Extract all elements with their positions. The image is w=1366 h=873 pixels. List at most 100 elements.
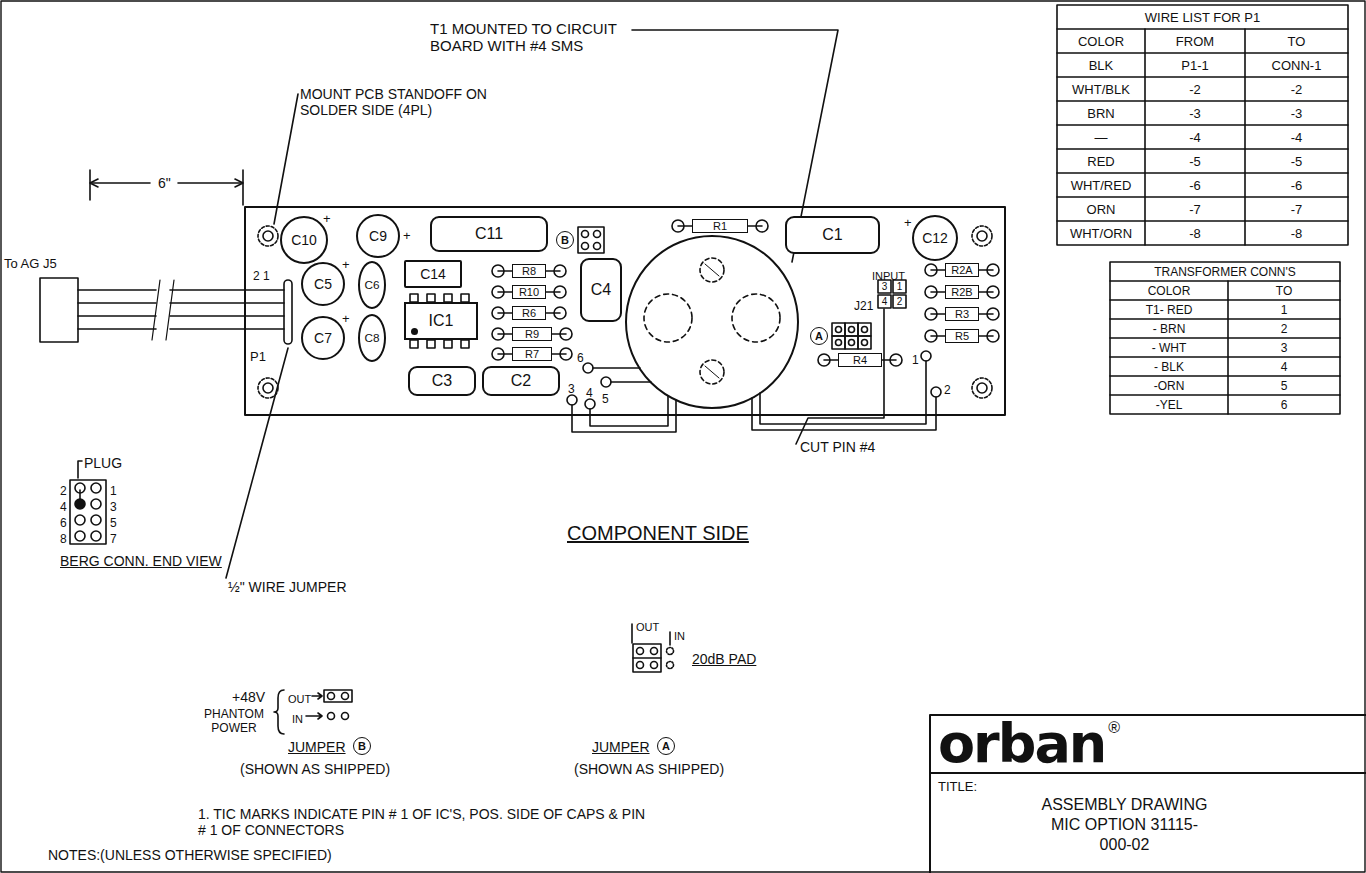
part-label: A [815, 331, 823, 342]
pad-number: 4 [586, 387, 593, 401]
table-cell-holder: -7 [1245, 197, 1348, 221]
table-cell-holder: TO [1245, 29, 1348, 53]
table-cell: -2 [1291, 83, 1303, 96]
table-cell-holder: CONN-1 [1245, 53, 1348, 77]
part-label: R4 [853, 355, 867, 366]
table-cell-holder: 3 [1228, 338, 1340, 357]
pin-number: 2 [893, 295, 906, 308]
position-label: OUT [636, 621, 659, 634]
table-cell: CONN-1 [1272, 59, 1322, 72]
table-cell: WHT/ORN [1070, 227, 1132, 240]
pin-number: 1 [893, 280, 906, 293]
label-holder: 8 [60, 529, 67, 547]
mark-holder: ® [1108, 719, 1120, 737]
film-capacitor: C3 [408, 366, 476, 396]
part-label: C4 [591, 282, 611, 298]
part-label: R6 [522, 308, 536, 319]
table-cell-holder: 5 [1228, 376, 1340, 395]
jumper-callout: B [556, 231, 574, 249]
table-cell: -4 [1189, 131, 1201, 144]
label-holder: IN [292, 709, 303, 727]
table-cell: BRN [1087, 107, 1114, 120]
table-cell: -4 [1291, 131, 1303, 144]
label-holder: (SHOWN AS SHIPPED) [240, 760, 390, 778]
callout-note: PLUG [84, 455, 122, 471]
shipping-note: (SHOWN AS SHIPPED) [574, 761, 724, 777]
table-cell: WHT/RED [1071, 179, 1132, 192]
label-holder: 1 [110, 481, 117, 499]
table-cell: P1-1 [1181, 59, 1208, 72]
callout-note: T1 MOUNTED TO CIRCUIT BOARD WITH #4 SMS [430, 20, 670, 55]
resistor-body: R6 [512, 306, 546, 320]
label-holder: + [403, 226, 411, 244]
table-cell: TO [1288, 35, 1306, 48]
label-holder: 1 [912, 350, 919, 368]
electrolytic-capacitor: C12 [912, 215, 958, 261]
part-label: C8 [365, 332, 380, 344]
part-label: R8 [522, 266, 536, 277]
table-cell: 3 [1281, 342, 1288, 354]
label-holder: + [323, 209, 331, 227]
pad-number: 2 [944, 384, 951, 398]
table-cell-holder: -8 [1145, 221, 1245, 245]
position-label: OUT [288, 693, 311, 706]
jumper-callout: A [657, 737, 675, 755]
table-cell: - BRN [1153, 323, 1186, 335]
part-label: R2B [951, 287, 972, 298]
polarity-mark: + [904, 216, 912, 231]
table-cell: 1 [1281, 304, 1288, 316]
table-cell-holder: -YEL [1110, 395, 1228, 414]
label-holder: CUT PIN #4 [800, 438, 875, 456]
callout-note: CUT PIN #4 [800, 439, 875, 455]
table-cell: T1- RED [1146, 304, 1193, 316]
table-cell: 4 [1281, 361, 1288, 373]
table-cell: ORN [1087, 203, 1116, 216]
table-cell-holder: WIRE LIST FOR P1 [1057, 5, 1348, 29]
label-holder: + [342, 255, 350, 273]
table-cell-holder: -3 [1245, 101, 1348, 125]
label-holder: MOUNT PCB STANDOFF ON SOLDER SIDE (4PL) [300, 86, 510, 118]
label-holder: 3 [878, 280, 891, 293]
resistor-body: R5 [945, 329, 979, 343]
part-label: C5 [314, 277, 332, 291]
table-cell-holder: TRANSFORMER CONN'S [1110, 262, 1340, 281]
label-holder: 2 [944, 380, 951, 398]
film-capacitor: C4 [580, 258, 622, 322]
table-cell-holder: COLOR [1057, 29, 1145, 53]
capacitor-body: C14 [404, 260, 462, 288]
film-capacitor: C2 [482, 366, 560, 396]
voltage-label: +48V [232, 689, 265, 705]
label-holder: OUT [636, 617, 659, 635]
drawing-title-holder: ASSEMBLY DRAWING MIC OPTION 31115-000-02 [1037, 795, 1212, 855]
table-cell-holder: COLOR [1110, 281, 1228, 300]
table-cell: WHT/BLK [1072, 83, 1130, 96]
polarity-mark: + [342, 258, 350, 273]
jumper-callout: B [353, 737, 371, 755]
table-cell-holder: — [1057, 125, 1145, 149]
table-cell-holder: - BLK [1110, 357, 1228, 376]
label-holder: COMPONENT SIDE [567, 522, 749, 545]
table-cell-holder: -2 [1245, 77, 1348, 101]
callout-note: ½" WIRE JUMPER [228, 579, 347, 595]
pin-number: 3 [110, 501, 117, 515]
table-cell-holder: -6 [1245, 173, 1348, 197]
table-cell-holder: -4 [1245, 125, 1348, 149]
table-cell-holder: -6 [1145, 173, 1245, 197]
pin1-mark [411, 328, 418, 335]
film-capacitor: C1 [785, 216, 880, 254]
table-cell-holder: -5 [1145, 149, 1245, 173]
pad-number: 5 [602, 393, 609, 407]
pin-number: 8 [60, 533, 67, 547]
resistor-body: R3 [945, 307, 979, 321]
resistor-body: R8 [512, 264, 546, 278]
part-label: B [561, 235, 569, 246]
title-block: orban®TITLE:ASSEMBLY DRAWING MIC OPTION … [930, 715, 1366, 873]
polarity-mark: + [323, 212, 331, 227]
polarity-mark: + [403, 229, 411, 244]
label-holder: J21 [854, 296, 873, 314]
label-holder: 4 [878, 295, 891, 308]
pin-number: 1 [110, 485, 117, 499]
table-cell: — [1095, 131, 1108, 144]
resistor-body: R2A [945, 263, 979, 277]
